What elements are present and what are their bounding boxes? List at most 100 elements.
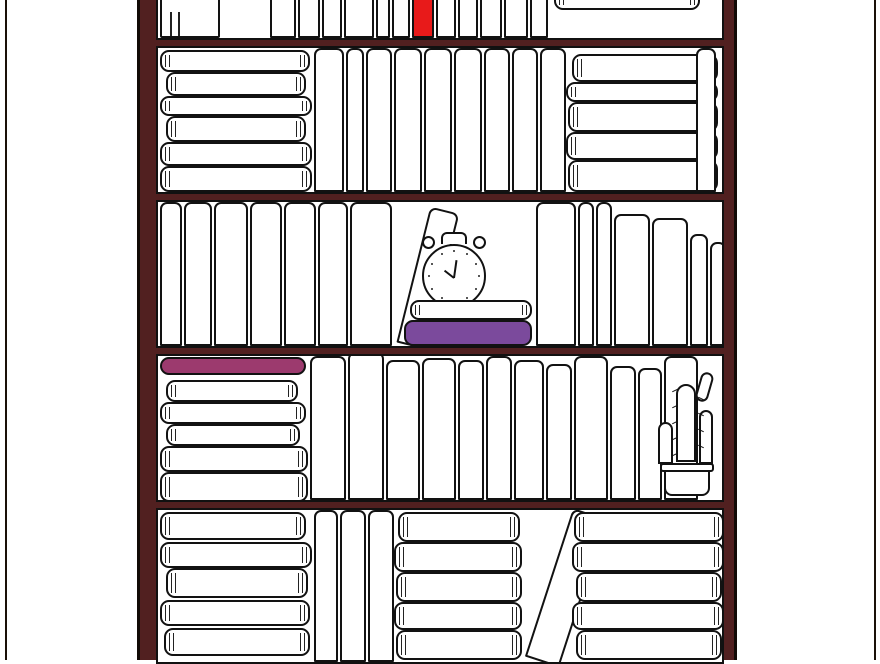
cactus-arm-left: [658, 422, 673, 464]
book-cover-catch-22[interactable]: [166, 72, 306, 96]
book-spine-the-old-man-and-the-sea[interactable]: [480, 0, 502, 38]
book-cover-dracula[interactable]: [410, 300, 532, 320]
book-cover-slaughterhouse-five[interactable]: [160, 446, 308, 472]
book-cover-the-testaments[interactable]: [160, 542, 312, 568]
book-pages-edge: [573, 107, 578, 127]
book-cover-coraline[interactable]: [160, 50, 310, 72]
book-cover-murder-on-the-orient-express[interactable]: [394, 542, 522, 572]
book-cover-beloved[interactable]: [160, 402, 306, 424]
book-spine-harry-potter-and-the-prisoner-of-azkaban[interactable]: [596, 202, 612, 346]
book-spine-heart-of-darkness[interactable]: [340, 510, 366, 662]
book-spine-memoirs-of-a-geisha[interactable]: [512, 48, 538, 192]
book-cover-the-phantom-tollbooth[interactable]: [404, 320, 532, 346]
book-cover-the-prime-of-miss-jean-brodie[interactable]: [160, 357, 306, 375]
book-cover-love-in-the-time-of-cholera[interactable]: [568, 102, 718, 132]
book-spine-anne-of-green-gables[interactable]: [314, 48, 344, 192]
book-spine-a-clockwork-orange[interactable]: [394, 48, 422, 192]
book-spine-harry-potter-and-the-goblet-of-fire[interactable]: [614, 214, 650, 346]
book-spine-harry-potter-and-the-deathly-hallows[interactable]: [710, 242, 722, 346]
book-spine-great-expectations[interactable]: [346, 48, 364, 192]
alarm-clock-decor: [414, 230, 494, 326]
book-cover-one-hundred-years-of-solitude[interactable]: [160, 472, 308, 500]
book-spine-watership-down[interactable]: [284, 202, 316, 346]
book-cover-enders-game[interactable]: [576, 572, 722, 602]
book-spine-brave-new-world[interactable]: [424, 48, 452, 192]
book-pages-edge: [577, 547, 582, 567]
book-cover-the-girl-with-a-dragon-tattoo[interactable]: [396, 572, 522, 602]
book-cover-invisible-man[interactable]: [166, 380, 298, 402]
book-cover-the-grapes-of-wrath[interactable]: [566, 132, 718, 160]
book-spine-robinson-crusoe[interactable]: [610, 366, 636, 500]
book-cover-the-lovely-bones[interactable]: [166, 568, 308, 598]
book-spine-harry-potter-and-the-philosopher-s-stone[interactable]: [536, 202, 576, 346]
book-spine-the-ultimate-hitchhiker-s-guide-to-the-galax[interactable]: [350, 202, 392, 346]
book-cover-journey-to-the-centre-of-the-earth[interactable]: [160, 166, 312, 192]
book-spine-fahrenheit-451[interactable]: [386, 360, 420, 500]
book-cover-on-the-road[interactable]: [160, 96, 312, 116]
book-spine-the-little-prince[interactable]: [322, 0, 342, 38]
book-pages-edge: [296, 121, 301, 137]
book-spine-charlie-and-the-chocolate-factory[interactable]: [454, 48, 482, 192]
book-spine-harry-potter-and-the-half-blood-prince[interactable]: [690, 234, 708, 346]
book-pages-edge: [573, 165, 578, 187]
book-cover-the-five-people-you-meet-in-heaven[interactable]: [574, 512, 722, 542]
book-spine-the-catcher-in-the-rye[interactable]: [458, 0, 478, 38]
book-spine-the-stranger[interactable]: [310, 356, 346, 500]
book-pages-edge: [512, 635, 517, 655]
book-cover-the-hobbit[interactable]: [398, 512, 520, 542]
book-spine-the-count-of-monte-cristo[interactable]: [314, 510, 338, 662]
clock-tick: [478, 275, 480, 277]
book-spine-harry-potter-and-the-chamber-of-secrets[interactable]: [578, 202, 594, 346]
book-cover-to-the-lighthouse[interactable]: [572, 542, 722, 572]
book-cover-the-shadow-of-the-wind[interactable]: [396, 630, 522, 660]
book-cover-pride-prejudice[interactable]: [554, 0, 700, 10]
book-cover-the-help[interactable]: [164, 628, 310, 656]
book-spine-the-adventures-of-huckleberry-finn[interactable]: [344, 0, 374, 38]
book-spine-as-i-lay-dying[interactable]: [270, 0, 296, 38]
book-spine-things-fall-apart[interactable]: [318, 202, 348, 346]
book-spine-midnight-s-children[interactable]: [540, 48, 566, 192]
potted-cactus-decor: [654, 370, 718, 500]
book-spine-frankenstein[interactable]: [504, 0, 528, 38]
book-spine-the-bell-jar[interactable]: [436, 0, 456, 38]
book-spine-emma[interactable]: [184, 202, 212, 346]
page-right-border: [874, 0, 876, 660]
book-cover-animal-farm[interactable]: [166, 116, 306, 142]
book-spine-the-kite-runner[interactable]: [486, 356, 512, 500]
book-pages-edge: [300, 633, 305, 651]
book-spine-the-diary-of-a-young-girl[interactable]: [530, 0, 548, 38]
book-spine-the-fault-in-our-stars[interactable]: [368, 510, 394, 662]
book-cover-the-time-traveller-s-wife[interactable]: [394, 602, 522, 630]
clock-tick: [474, 262, 477, 265]
book-spine-jane-eyre[interactable]: [484, 48, 510, 192]
book-pages-edge: [690, 0, 695, 5]
clock-tick: [440, 296, 443, 299]
book-cover-metamorphosis[interactable]: [568, 160, 718, 192]
book-spine-rebecca[interactable]: [458, 360, 484, 500]
book-cover-the-lion-the-witch-and-the-wardrobe[interactable]: [160, 512, 306, 540]
book-spine-charlotte-s-web[interactable]: [546, 364, 572, 500]
book-spine-moby-dick[interactable]: [160, 202, 182, 346]
book-spine-anna-karenina[interactable]: [574, 356, 608, 500]
book-spine-harry-potter-and-the-order-of-the-phoenix[interactable]: [652, 218, 688, 346]
book-spine-mrs-dalloway[interactable]: [250, 202, 282, 346]
book-spine-wuthering-heights[interactable]: [392, 0, 410, 38]
book-spine-alice-s-adventures-in-wonderland[interactable]: [696, 48, 716, 192]
book-cover-crime-punishment[interactable]: [166, 424, 300, 446]
book-spine-the-hunger-games[interactable]: [412, 0, 434, 38]
book-spine-sense-and-sensibility[interactable]: [376, 0, 390, 38]
book-cover-the-time-machine[interactable]: [572, 602, 722, 630]
book-spine-tess-of-the-d-urbervilles[interactable]: [422, 358, 456, 500]
book-pages-edge: [399, 607, 404, 625]
book-spine-the-color-purple[interactable]: [366, 48, 392, 192]
book-cover-war-peace[interactable]: [160, 142, 312, 166]
shelf-5: [156, 508, 724, 664]
book-cover-do-androids-dream-of-electric-sheep[interactable]: [576, 630, 722, 660]
book-spine-the-great-gatsby[interactable]: [298, 0, 320, 38]
book-spine-blank[interactable]: [160, 0, 220, 38]
book-spine-a-passage-to-india[interactable]: [214, 202, 248, 346]
book-spine-don-quixote[interactable]: [348, 356, 384, 500]
book-cover-bridget-jones-s-diary[interactable]: [160, 600, 310, 626]
book-spine-eleven-minutes[interactable]: [514, 360, 544, 500]
book-cover-ulysses[interactable]: [566, 82, 718, 102]
